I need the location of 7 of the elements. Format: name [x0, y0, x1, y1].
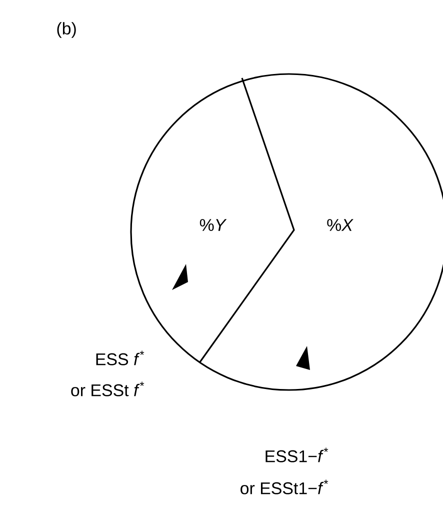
sector-label: %X	[327, 219, 354, 231]
panel-label: (b)	[57, 22, 76, 38]
annotation-text: or ESSt1−f$^{*}$	[240, 480, 328, 494]
annotation-text: ESS1−f$^{*}$	[266, 448, 328, 462]
annotation-text: ESS f$^{*}$	[96, 350, 144, 366]
sector-label: %Y	[200, 219, 227, 231]
annotation-text: or ESSt f$^{*}$	[71, 382, 144, 396]
